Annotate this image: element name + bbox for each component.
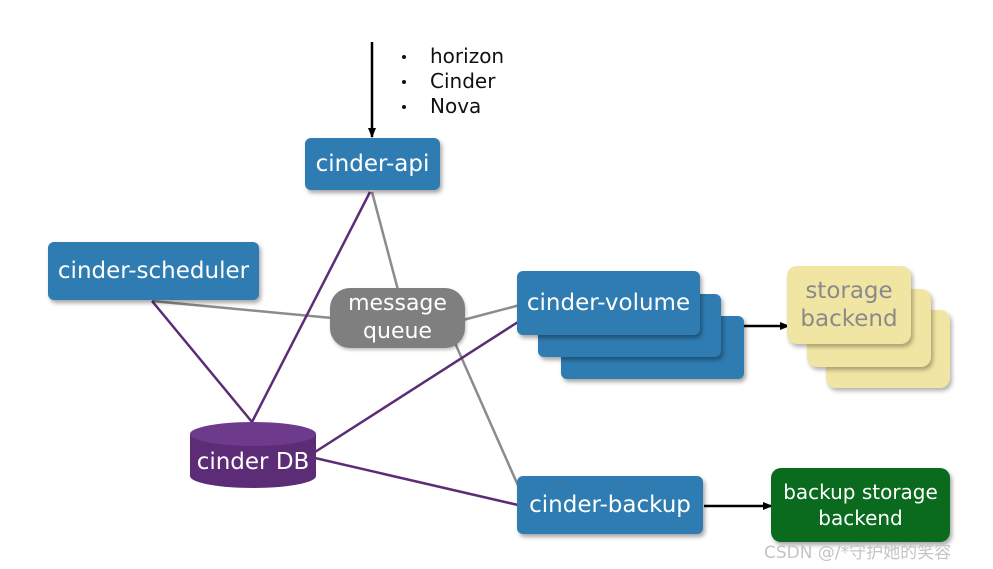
node-label: queue: [363, 319, 432, 344]
entry-client-item: Nova: [400, 94, 504, 119]
node-label: cinder-backup: [529, 492, 691, 518]
cinder-volume-node: cinder-volume: [517, 271, 700, 335]
link-mq-volume: [462, 303, 521, 322]
link-db-backup: [314, 456, 519, 507]
message-queue-node: message queue: [330, 288, 465, 348]
node-label: cinder DB: [196, 449, 310, 475]
node-label: backend: [818, 506, 903, 530]
node-label: backend: [800, 306, 898, 332]
link-db-volume: [314, 320, 519, 454]
node-label: backup storage: [783, 480, 938, 504]
node-label: cinder-api: [315, 151, 430, 177]
cinder-db-node: cinder DB: [190, 442, 316, 482]
cinder-scheduler-node: cinder-scheduler: [48, 242, 259, 300]
link-mq-scheduler: [151, 299, 333, 320]
cinder-backup-node: cinder-backup: [517, 476, 703, 534]
node-label: storage: [805, 278, 893, 304]
link-mq-api: [370, 191, 400, 291]
cinder-api-node: cinder-api: [305, 138, 440, 190]
node-label: cinder-scheduler: [57, 258, 250, 284]
bullet-icon: [402, 80, 406, 84]
entry-client-item: horizon: [400, 44, 504, 69]
node-label: cinder-volume: [526, 290, 691, 316]
link-mq-backup: [453, 342, 522, 491]
node-label: message: [348, 291, 447, 316]
db-cylinder: [190, 422, 316, 488]
entry-client-list: horizon Cinder Nova: [400, 44, 504, 119]
backup-storage-backend-node: backup storage backend: [771, 468, 950, 542]
bullet-icon: [402, 105, 406, 109]
storage-backend-node: storage backend: [787, 266, 911, 344]
bullet-icon: [402, 55, 406, 59]
link-db-api: [250, 191, 372, 423]
watermark: CSDN @/*守护她的笑容: [764, 543, 952, 563]
entry-client-item: Cinder: [400, 69, 504, 94]
link-db-scheduler: [151, 300, 253, 423]
